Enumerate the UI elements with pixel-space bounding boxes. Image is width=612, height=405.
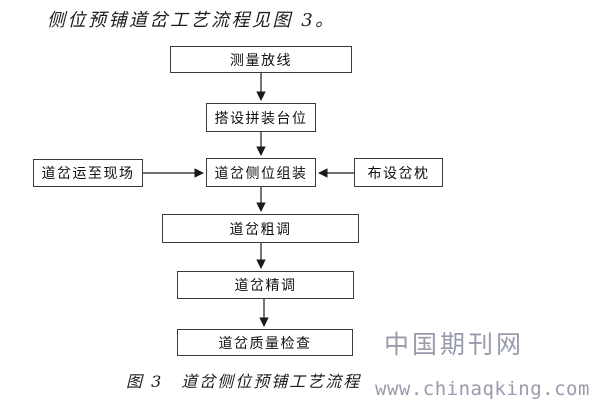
flow-node-platform: 搭设拼装台位 [206, 103, 316, 132]
flow-node-measure: 测量放线 [170, 46, 352, 73]
flow-node-label: 道岔精调 [234, 278, 297, 294]
flow-node-inspect: 道岔质量检查 [177, 329, 353, 356]
flow-node-sleepers: 布设岔枕 [354, 158, 443, 187]
flow-node-label: 道岔质量检查 [218, 335, 312, 352]
flow-node-label: 道岔粗调 [229, 221, 292, 238]
intro-text: 侧位预铺道岔工艺流程见图 3。 [47, 10, 336, 31]
figure-caption: 图 3 道岔侧位预铺工艺流程 [126, 372, 362, 391]
watermark-site-name: 中国期刊网 [384, 330, 525, 359]
flow-node-rough: 道岔粗调 [162, 214, 359, 243]
flow-node-label: 布设岔枕 [367, 165, 430, 182]
flow-node-assembly: 道岔侧位组装 [206, 158, 316, 187]
flow-node-transport: 道岔运至现场 [33, 159, 143, 187]
watermark-site-url: www.chinaqking.com [375, 378, 590, 400]
flow-node-label: 测量放线 [230, 52, 292, 69]
flow-node-label: 道岔运至现场 [41, 166, 135, 182]
flow-node-fine: 道岔精调 [177, 271, 354, 299]
flow-node-label: 道岔侧位组装 [214, 165, 308, 182]
flow-node-label: 搭设拼装台位 [214, 110, 308, 127]
